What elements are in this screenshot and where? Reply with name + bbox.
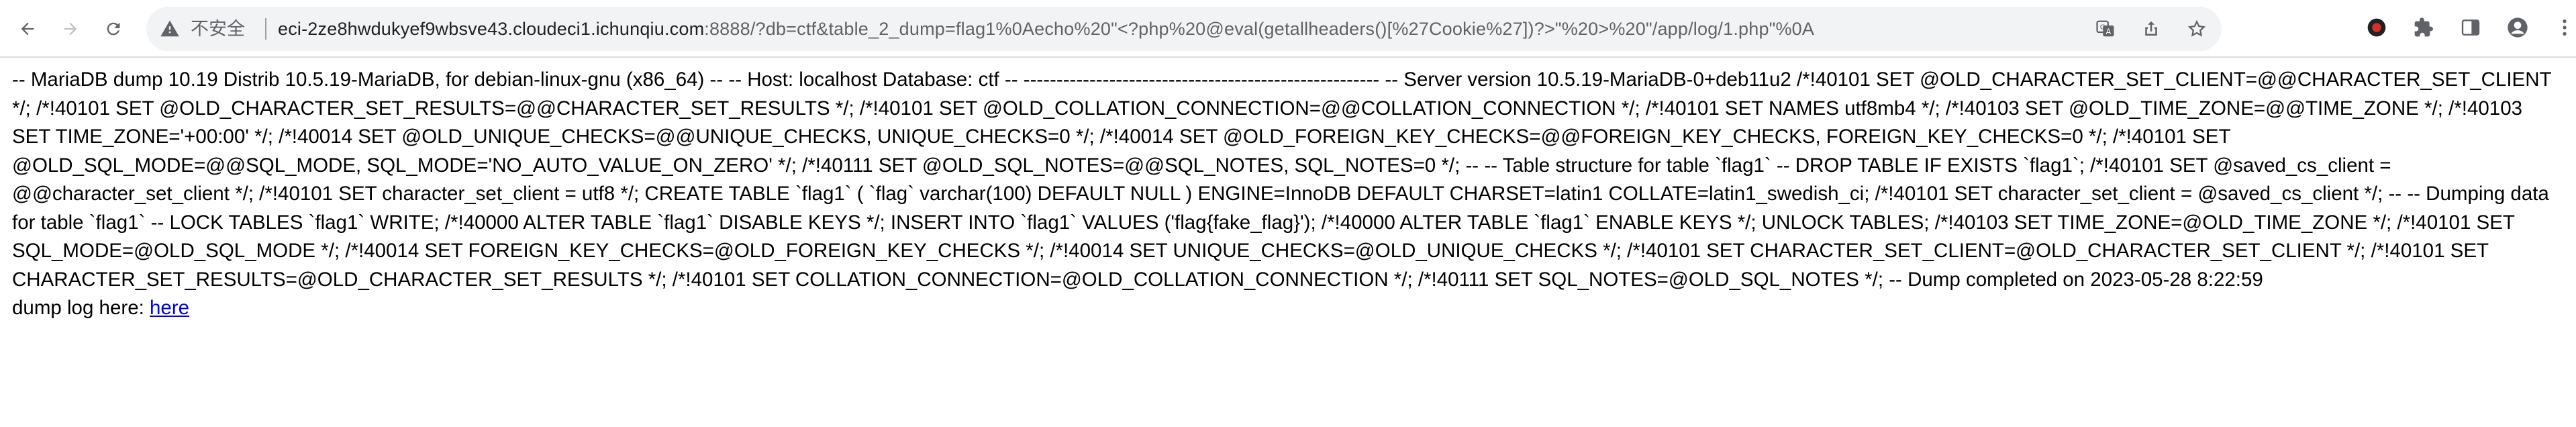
warning-icon[interactable]	[160, 19, 180, 39]
star-icon[interactable]	[2183, 15, 2211, 43]
url-host: eci-2ze8hwdukyef9wbsve43.cloudeci1.ichun…	[278, 19, 705, 39]
sql-dump-text: -- MariaDB dump 10.19 Distrib 10.5.19-Ma…	[12, 68, 2552, 291]
browser-toolbar: 不安全 eci-2ze8hwdukyef9wbsve43.cloudeci1.i…	[0, 0, 2576, 58]
dump-log-label: dump log here:	[12, 297, 150, 319]
svg-text:G: G	[2100, 24, 2106, 32]
dump-log-link[interactable]: here	[150, 297, 190, 319]
svg-text:A: A	[2106, 28, 2112, 36]
forward-arrow-icon[interactable]	[58, 16, 83, 42]
reload-icon[interactable]	[101, 16, 126, 42]
back-arrow-icon[interactable]	[15, 16, 40, 42]
toolbar-right-icons	[2363, 13, 2576, 42]
kebab-menu-icon[interactable]	[2550, 13, 2576, 42]
profile-avatar-icon[interactable]	[2504, 13, 2532, 42]
side-panel-icon[interactable]	[2457, 13, 2485, 42]
puzzle-piece-icon[interactable]	[2410, 13, 2438, 42]
extension-red-circle-icon[interactable]	[2363, 13, 2391, 42]
url-text[interactable]: eci-2ze8hwdukyef9wbsve43.cloudeci1.ichun…	[278, 16, 1814, 42]
insecure-label[interactable]: 不安全	[191, 19, 245, 39]
url-path: :8888/?db=ctf&table_2_dump=flag1%0Aecho%…	[704, 19, 1815, 39]
address-bar[interactable]: 不安全 eci-2ze8hwdukyef9wbsve43.cloudeci1.i…	[146, 7, 2222, 51]
page-content: -- MariaDB dump 10.19 Distrib 10.5.19-Ma…	[0, 58, 2576, 427]
address-divider	[265, 18, 266, 40]
share-icon[interactable]	[2137, 15, 2165, 43]
